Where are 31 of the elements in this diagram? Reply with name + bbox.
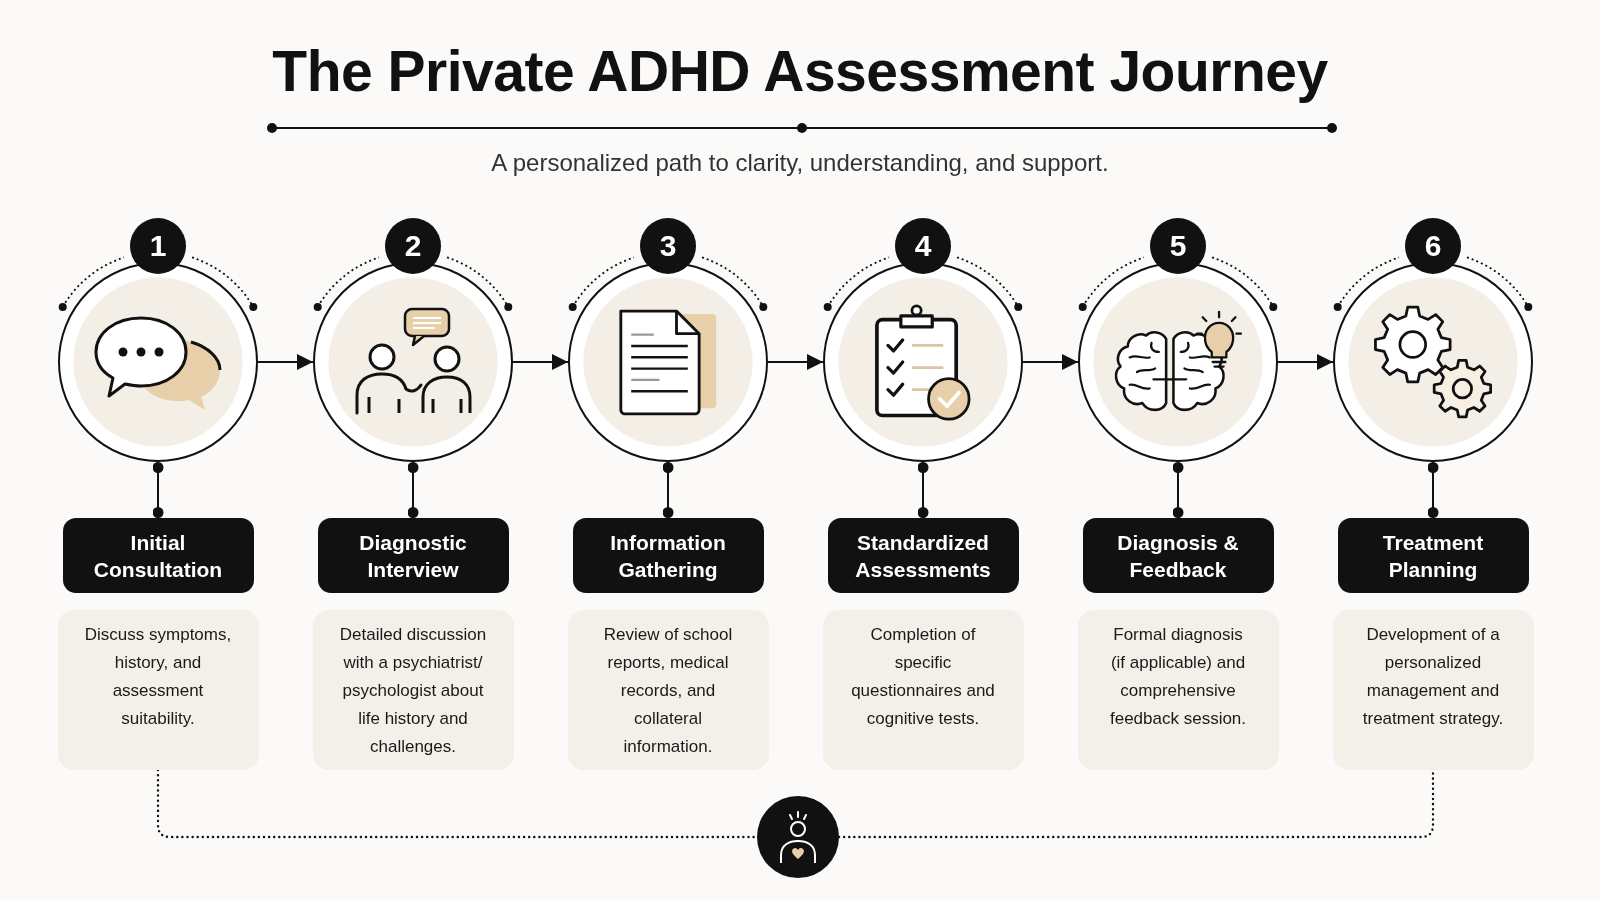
subtitle: A personalized path to clarity, understanding, and support. [490,148,1110,178]
arrow [1277,354,1334,370]
connector-line [1172,461,1184,519]
description-box: Review of school reports, medical records, and collateral information. [567,610,769,770]
arrow [512,354,569,370]
description-box: Discuss symptoms, history, and assessment suitability. [57,610,259,770]
step-title-box: Diagnostic Interview [317,518,509,593]
description-box: Development of a personalized management and treatment strategy. [1332,610,1534,770]
description-box: Detailed discussion with a psychiatrist/ psychologist about life history and challenges. [312,610,514,770]
connector-line [152,461,164,519]
title: The Private ADHD Assessment Journey [271,38,1329,105]
step-title-box: Diagnosis & Feedback [1082,518,1274,593]
step-number-badge: 5 [1150,218,1206,274]
arrow [767,354,824,370]
step-title-box: Information Gathering [572,518,764,593]
step-title-box: Standardized Assessments [827,518,1019,593]
description-box: Completion of specific questionnaires and cognitive tests. [822,610,1024,770]
step-number-badge: 6 [1405,218,1461,274]
arrow [1022,354,1079,370]
step-number-badge: 1 [130,218,186,274]
step-number-badge: 4 [895,218,951,274]
step-number-badge: 2 [385,218,441,274]
connector-line [662,461,674,519]
description-box: Formal diagnosis (if applicable) and comprehensive feedback session. [1077,610,1279,770]
connector-line [917,461,929,519]
connector-line [407,461,419,519]
step-title-box: Treatment Planning [1337,518,1529,593]
step-title-box: Initial Consultation [62,518,254,593]
connector-line [1427,461,1439,519]
step-number-badge: 3 [640,218,696,274]
arrow [257,354,314,370]
